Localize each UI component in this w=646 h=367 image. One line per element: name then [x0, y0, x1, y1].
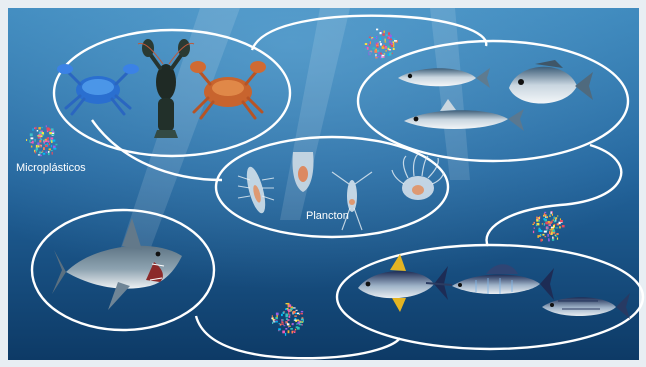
plankton-label: Plancton: [306, 210, 349, 222]
microplastics-label: Microplásticos: [16, 162, 86, 174]
